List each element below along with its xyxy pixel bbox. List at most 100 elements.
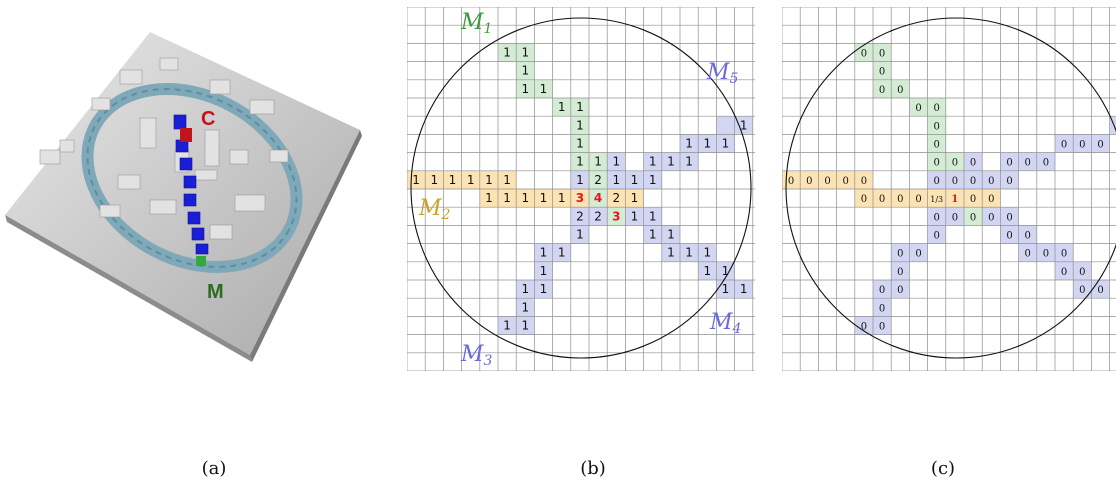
grid-b-cell-value: 1	[722, 282, 730, 296]
grid-c-cell	[982, 207, 1001, 226]
grid-c-cell-value: 0	[934, 103, 940, 114]
grid-c-cell	[1055, 261, 1074, 280]
grid-b-cell	[625, 170, 644, 189]
grid-c-cell	[927, 189, 946, 208]
grid-c-cell	[873, 316, 892, 335]
grid-b-cell	[570, 116, 589, 135]
grid-c-cell-value: 0	[1097, 140, 1103, 151]
grid-c-cell-value: 0	[861, 176, 867, 187]
grid-c-cell-value: 0	[897, 267, 903, 278]
grid-c-cell	[1000, 170, 1019, 189]
grid-c-cell-value: 0	[897, 249, 903, 260]
grid-c-cell	[891, 280, 910, 299]
grid-b-cell-value: 1	[740, 118, 748, 132]
grid-c-cell	[1018, 243, 1037, 262]
grid-c-cell	[1000, 152, 1019, 171]
terrain-marker-m	[196, 256, 206, 266]
grid-c-cell-value: 0	[1061, 249, 1067, 260]
grid-c-cell	[964, 170, 983, 189]
grid-b-cell	[589, 207, 608, 226]
grid-c-cell-value: 0	[934, 212, 940, 223]
grid-b-cell	[661, 225, 680, 244]
grid-c-cell	[945, 152, 964, 171]
grid-b-cell	[552, 98, 571, 117]
grid-c-cell-value: 0	[915, 103, 921, 114]
grid-b-cell-value: 1	[521, 319, 529, 333]
grid-b-cell-value: 1	[576, 173, 584, 187]
grid-b-cell	[643, 225, 662, 244]
grid-b-cell-value: 1	[558, 191, 566, 205]
grid-b-cell-value: 2	[594, 173, 602, 187]
grid-c-cell-value: 0	[1043, 249, 1049, 260]
grid-b-cell	[552, 243, 571, 262]
grid-b-cell-value: 1	[503, 191, 511, 205]
grid-b-cell-value: 1	[540, 82, 548, 96]
grid-c-cell-value: 0	[952, 176, 958, 187]
grid-b-cell	[570, 170, 589, 189]
grid-c-cell	[873, 43, 892, 62]
grid-c-cell	[1000, 225, 1019, 244]
grid-c-cell-value: 0	[897, 285, 903, 296]
grid-b-cell	[516, 316, 535, 335]
grid-c-cell	[1000, 207, 1019, 226]
grid-b-cell	[625, 207, 644, 226]
grid-b-cell-value: 3	[612, 209, 620, 223]
grid-c-cell	[873, 280, 892, 299]
grid-b-cell	[716, 116, 735, 135]
grid-b-cell	[479, 170, 498, 189]
grid-b-cell-value: 2	[576, 209, 584, 223]
grid-b-cell	[498, 316, 517, 335]
grid-c-cell	[1109, 116, 1116, 135]
grid-c-cell-value: 0	[879, 285, 885, 296]
grid-b-cell	[698, 261, 717, 280]
grid-c-cell	[927, 134, 946, 153]
grid-c-cell-value: 0	[824, 176, 830, 187]
grid-b-cell	[479, 189, 498, 208]
grid-c-cell	[854, 170, 873, 189]
grid-c-cell	[982, 170, 1001, 189]
grid-c-cell-value: 0	[1061, 140, 1067, 151]
grid-c-cell	[1073, 134, 1092, 153]
grid-c-cell-value: 0	[1043, 158, 1049, 169]
grid-b-cell-value: 1	[576, 118, 584, 132]
grid-b-cell-value: 1	[521, 300, 529, 314]
grid-c-cell-value: 0	[879, 322, 885, 333]
grid-c-cell	[1073, 261, 1092, 280]
grid-b-cell	[570, 152, 589, 171]
grid-b-cell-value: 4	[594, 191, 602, 205]
grid-b-cell	[570, 98, 589, 117]
panel-a-terrain: C M	[0, 0, 390, 380]
grid-c-cell	[945, 170, 964, 189]
grid-c-cell-value: 1	[951, 194, 958, 205]
grid-b-cell-value: 1	[612, 173, 620, 187]
grid-c-cell-value: 0	[843, 176, 849, 187]
grid-b-cell	[498, 170, 517, 189]
grid-b-cell	[589, 152, 608, 171]
grid-b-cell-value: 1	[576, 155, 584, 169]
caption-c: (c)	[930, 458, 956, 479]
grid-b-cell-value: 1	[430, 173, 438, 187]
grid-c-cell	[836, 170, 855, 189]
grid-c-cell-value: 0	[970, 176, 976, 187]
grid-c-cell	[1036, 152, 1055, 171]
grid-b-cell-value: 1	[649, 155, 657, 169]
grid-b-cell	[443, 170, 462, 189]
terrain-blocks	[39, 57, 289, 240]
grid-c-cell-value: 0	[952, 212, 958, 223]
grid-c: 0000000000000000000000000000000001/31000…	[782, 7, 1116, 371]
grid-c-cell	[818, 170, 837, 189]
grid-c-cell-value: 0	[1006, 176, 1012, 187]
grid-b-cell-value: 1	[576, 100, 584, 114]
grid-b-cell-value: 1	[521, 46, 529, 60]
grid-b-cell-value: 1	[576, 137, 584, 151]
terrain-marker-c	[180, 128, 192, 142]
grid-b-cell	[698, 134, 717, 153]
grid-b-cell	[498, 189, 517, 208]
grid-c-cell-value: 0	[970, 194, 976, 205]
grid-b-cell	[516, 189, 535, 208]
grid-c-cell-value: 0	[897, 194, 903, 205]
label-m2: M2	[418, 196, 451, 223]
grid-b-cell-value: 1	[540, 282, 548, 296]
grid-b-cell	[570, 207, 589, 226]
